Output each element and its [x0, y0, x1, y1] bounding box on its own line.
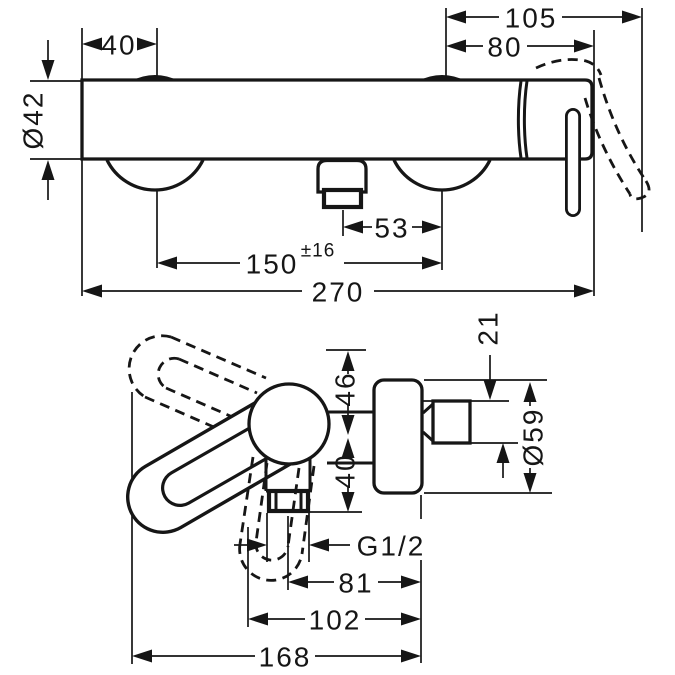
valve-body-circle — [247, 382, 331, 466]
dim-thread-label: G1/2 — [357, 531, 426, 562]
dim-81-label: 81 — [338, 568, 373, 599]
right-escutcheon-bump — [418, 75, 466, 81]
left-escutcheon-arc — [105, 159, 205, 192]
side-arrowheads — [132, 351, 537, 663]
dim-150-label: 150 — [246, 249, 299, 280]
handle-alt-position-dashed — [535, 58, 651, 201]
dim-46-label: 46 — [330, 371, 361, 406]
front-arrowheads — [41, 10, 642, 298]
dim-105-label: 105 — [505, 3, 558, 34]
dim-150-tolerance-label: ±16 — [301, 241, 336, 262]
dim-21-label: 21 — [473, 310, 504, 345]
mixer-body — [80, 78, 594, 161]
connection-nipple — [431, 399, 472, 445]
dim-102-label: 102 — [309, 605, 362, 636]
loop-handle-lowered-dashed — [238, 456, 316, 582]
dim-80-label: 80 — [487, 32, 522, 63]
left-escutcheon-bump — [131, 75, 179, 81]
dim-diameter-42-label: Ø42 — [18, 91, 49, 150]
spout-front — [316, 158, 368, 194]
cap-seam-2 — [522, 80, 529, 159]
dim-40-label: 40 — [101, 30, 136, 61]
cap-seam — [516, 80, 523, 159]
front-view: 105 80 40 Ø42 53 150 ±16 270 — [18, 3, 651, 308]
cone-upper — [421, 402, 435, 415]
dim-53-label: 53 — [374, 213, 409, 244]
right-escutcheon-arc — [392, 159, 492, 192]
spout-outlet-front — [321, 187, 364, 210]
dim-diameter-59-label: Ø59 — [518, 408, 549, 467]
side-view: 21 46 40 Ø59 G1/2 81 102 168 — [126, 310, 552, 673]
front-dimension-lines — [102, 16, 622, 292]
dim-40-side-label: 40 — [330, 453, 361, 488]
wall-flange — [372, 378, 424, 495]
dim-270-label: 270 — [312, 277, 365, 308]
cone-lower — [421, 430, 435, 443]
front-extension-lines — [30, 8, 643, 296]
dim-168-label: 168 — [259, 642, 312, 673]
